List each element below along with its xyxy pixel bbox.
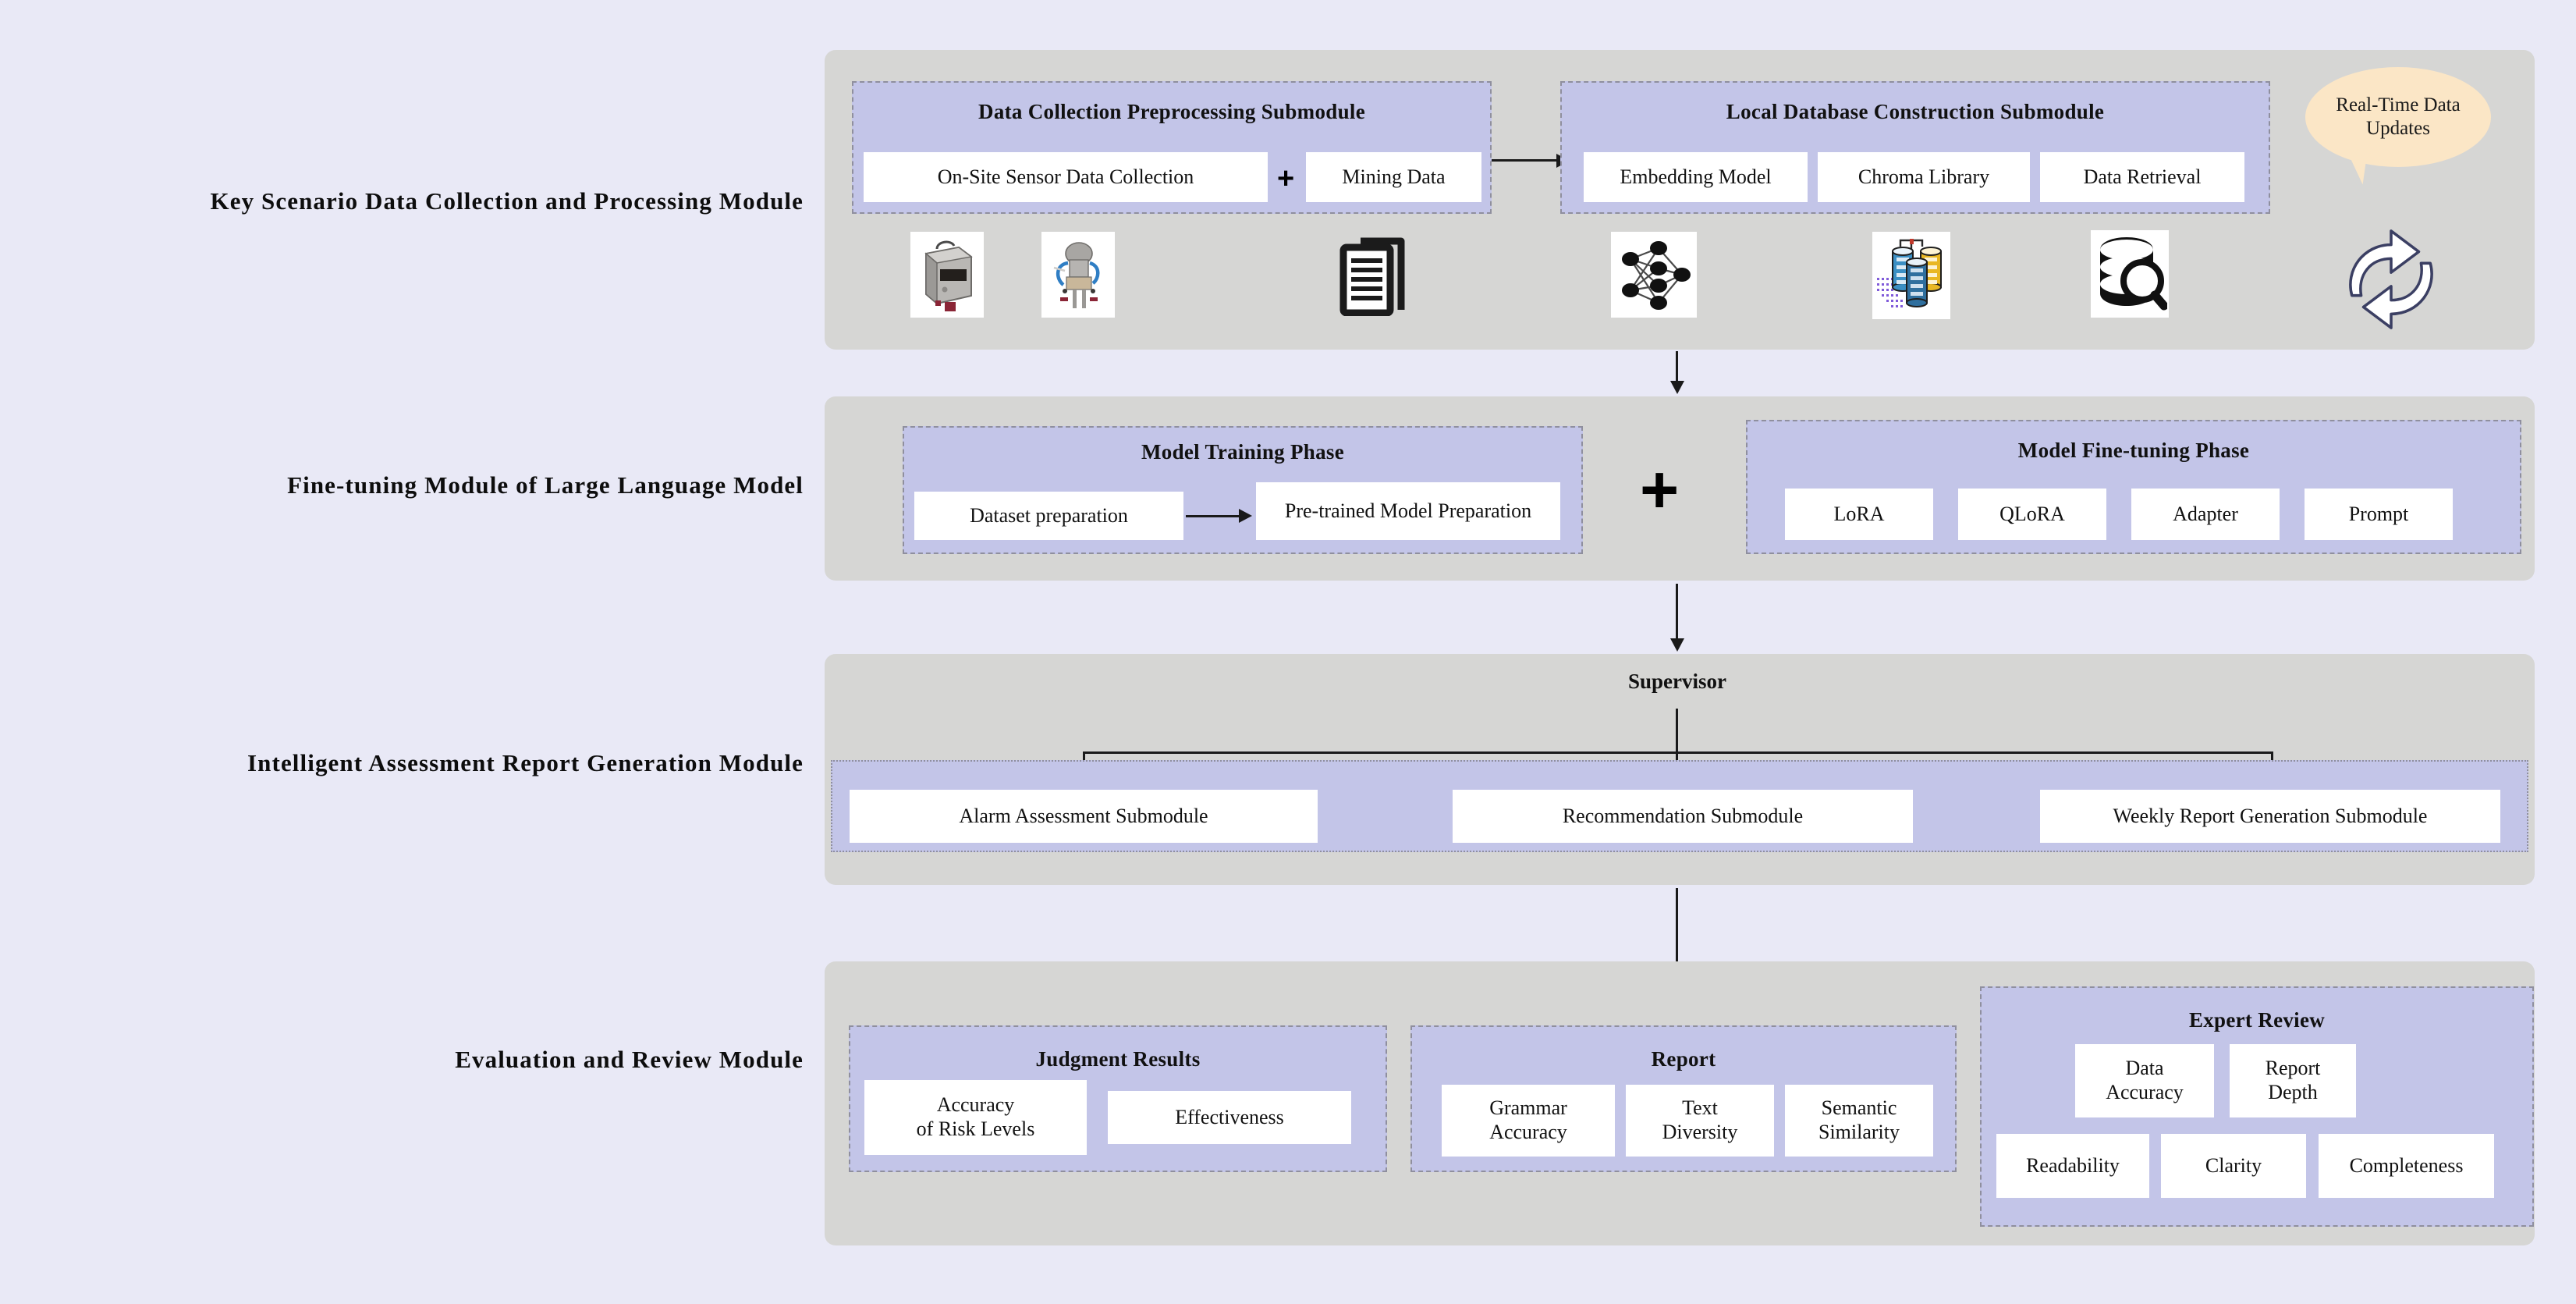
arrowhead-module2-to-module3	[1670, 638, 1684, 652]
supervisor-bus	[1083, 751, 2273, 754]
module-label-1: Key Scenario Data Collection and Process…	[210, 187, 804, 215]
box-adapter[interactable]: Adapter	[2131, 489, 2280, 540]
sensor-device-icon	[910, 232, 984, 318]
subpanel-title-expert-review: Expert Review	[2188, 1008, 2326, 1032]
operator-plus-collection: +	[1277, 162, 1295, 195]
box-weekly-report-generation-submodule[interactable]: Weekly Report Generation Submodule	[2040, 790, 2500, 843]
subpanel-title-local-database: Local Database Construction Submodule	[1726, 100, 2105, 123]
callout-tail	[2331, 144, 2368, 185]
subpanel-title-model-training: Model Training Phase	[1141, 440, 1345, 464]
subpanel-title-report: Report	[1651, 1047, 1716, 1071]
subpanel-title-data-collection: Data Collection Preprocessing Submodule	[978, 100, 1365, 123]
box-chroma-library[interactable]: Chroma Library	[1818, 152, 2030, 202]
box-data-retrieval[interactable]: Data Retrieval	[2040, 152, 2244, 202]
box-dataset-preparation[interactable]: Dataset preparation	[914, 492, 1183, 540]
module-label-3: Intelligent Assessment Report Generation…	[247, 749, 804, 776]
box-qlora[interactable]: QLoRA	[1958, 489, 2106, 540]
callout-real-time-data-updates: Real-Time Data Updates	[2305, 67, 2491, 167]
connector-collection-to-database	[1492, 159, 1558, 162]
box-accuracy-of-risk-levels[interactable]: Accuracy of Risk Levels	[864, 1080, 1087, 1155]
module-label-2: Fine-tuning Module of Large Language Mod…	[287, 471, 804, 499]
box-semantic-similarity[interactable]: Semantic Similarity	[1785, 1085, 1933, 1157]
box-embedding-model[interactable]: Embedding Model	[1584, 152, 1808, 202]
operator-plus-phases: +	[1640, 453, 1680, 528]
connector-module1-to-module2	[1676, 351, 1678, 384]
connector-module3-to-module4	[1676, 888, 1678, 974]
box-recommendation-submodule[interactable]: Recommendation Submodule	[1453, 790, 1913, 843]
database-cluster-icon	[1872, 232, 1950, 319]
documents-icon	[1330, 232, 1416, 319]
arrowhead-module1-to-module2	[1670, 381, 1684, 394]
box-text-diversity[interactable]: Text Diversity	[1626, 1085, 1774, 1157]
box-effectiveness[interactable]: Effectiveness	[1108, 1091, 1351, 1144]
box-mining-data[interactable]: Mining Data	[1306, 152, 1481, 202]
box-report-depth[interactable]: Report Depth	[2230, 1044, 2356, 1117]
connector-module2-to-module3	[1676, 584, 1678, 641]
box-alarm-assessment-submodule[interactable]: Alarm Assessment Submodule	[850, 790, 1318, 843]
box-data-accuracy[interactable]: Data Accuracy	[2075, 1044, 2214, 1117]
box-readability[interactable]: Readability	[1996, 1134, 2149, 1198]
sync-refresh-icon	[2329, 225, 2454, 334]
subpanel-title-judgment-results: Judgment Results	[1035, 1047, 1201, 1071]
arrowhead-dataset-to-pretrained	[1239, 509, 1252, 523]
module-label-4: Evaluation and Review Module	[455, 1046, 804, 1073]
box-prompt[interactable]: Prompt	[2305, 489, 2453, 540]
subpanel-title-model-finetuning: Model Fine-tuning Phase	[2017, 439, 2250, 462]
callout-text: Real-Time Data Updates	[2336, 94, 2461, 140]
sensor-instrument-icon	[1041, 232, 1115, 318]
box-pretrained-model-preparation[interactable]: Pre-trained Model Preparation	[1256, 482, 1560, 540]
box-completeness[interactable]: Completeness	[2319, 1134, 2494, 1198]
supervisor-stem	[1676, 709, 1678, 754]
box-onsite-sensor-data-collection[interactable]: On-Site Sensor Data Collection	[864, 152, 1268, 202]
box-lora[interactable]: LoRA	[1785, 489, 1933, 540]
box-grammar-accuracy[interactable]: Grammar Accuracy	[1442, 1085, 1615, 1157]
supervisor-label: Supervisor	[1627, 670, 1726, 693]
database-search-icon	[2091, 230, 2169, 318]
connector-dataset-to-pretrained	[1186, 515, 1240, 517]
neural-network-icon	[1611, 232, 1697, 318]
box-clarity[interactable]: Clarity	[2161, 1134, 2306, 1198]
